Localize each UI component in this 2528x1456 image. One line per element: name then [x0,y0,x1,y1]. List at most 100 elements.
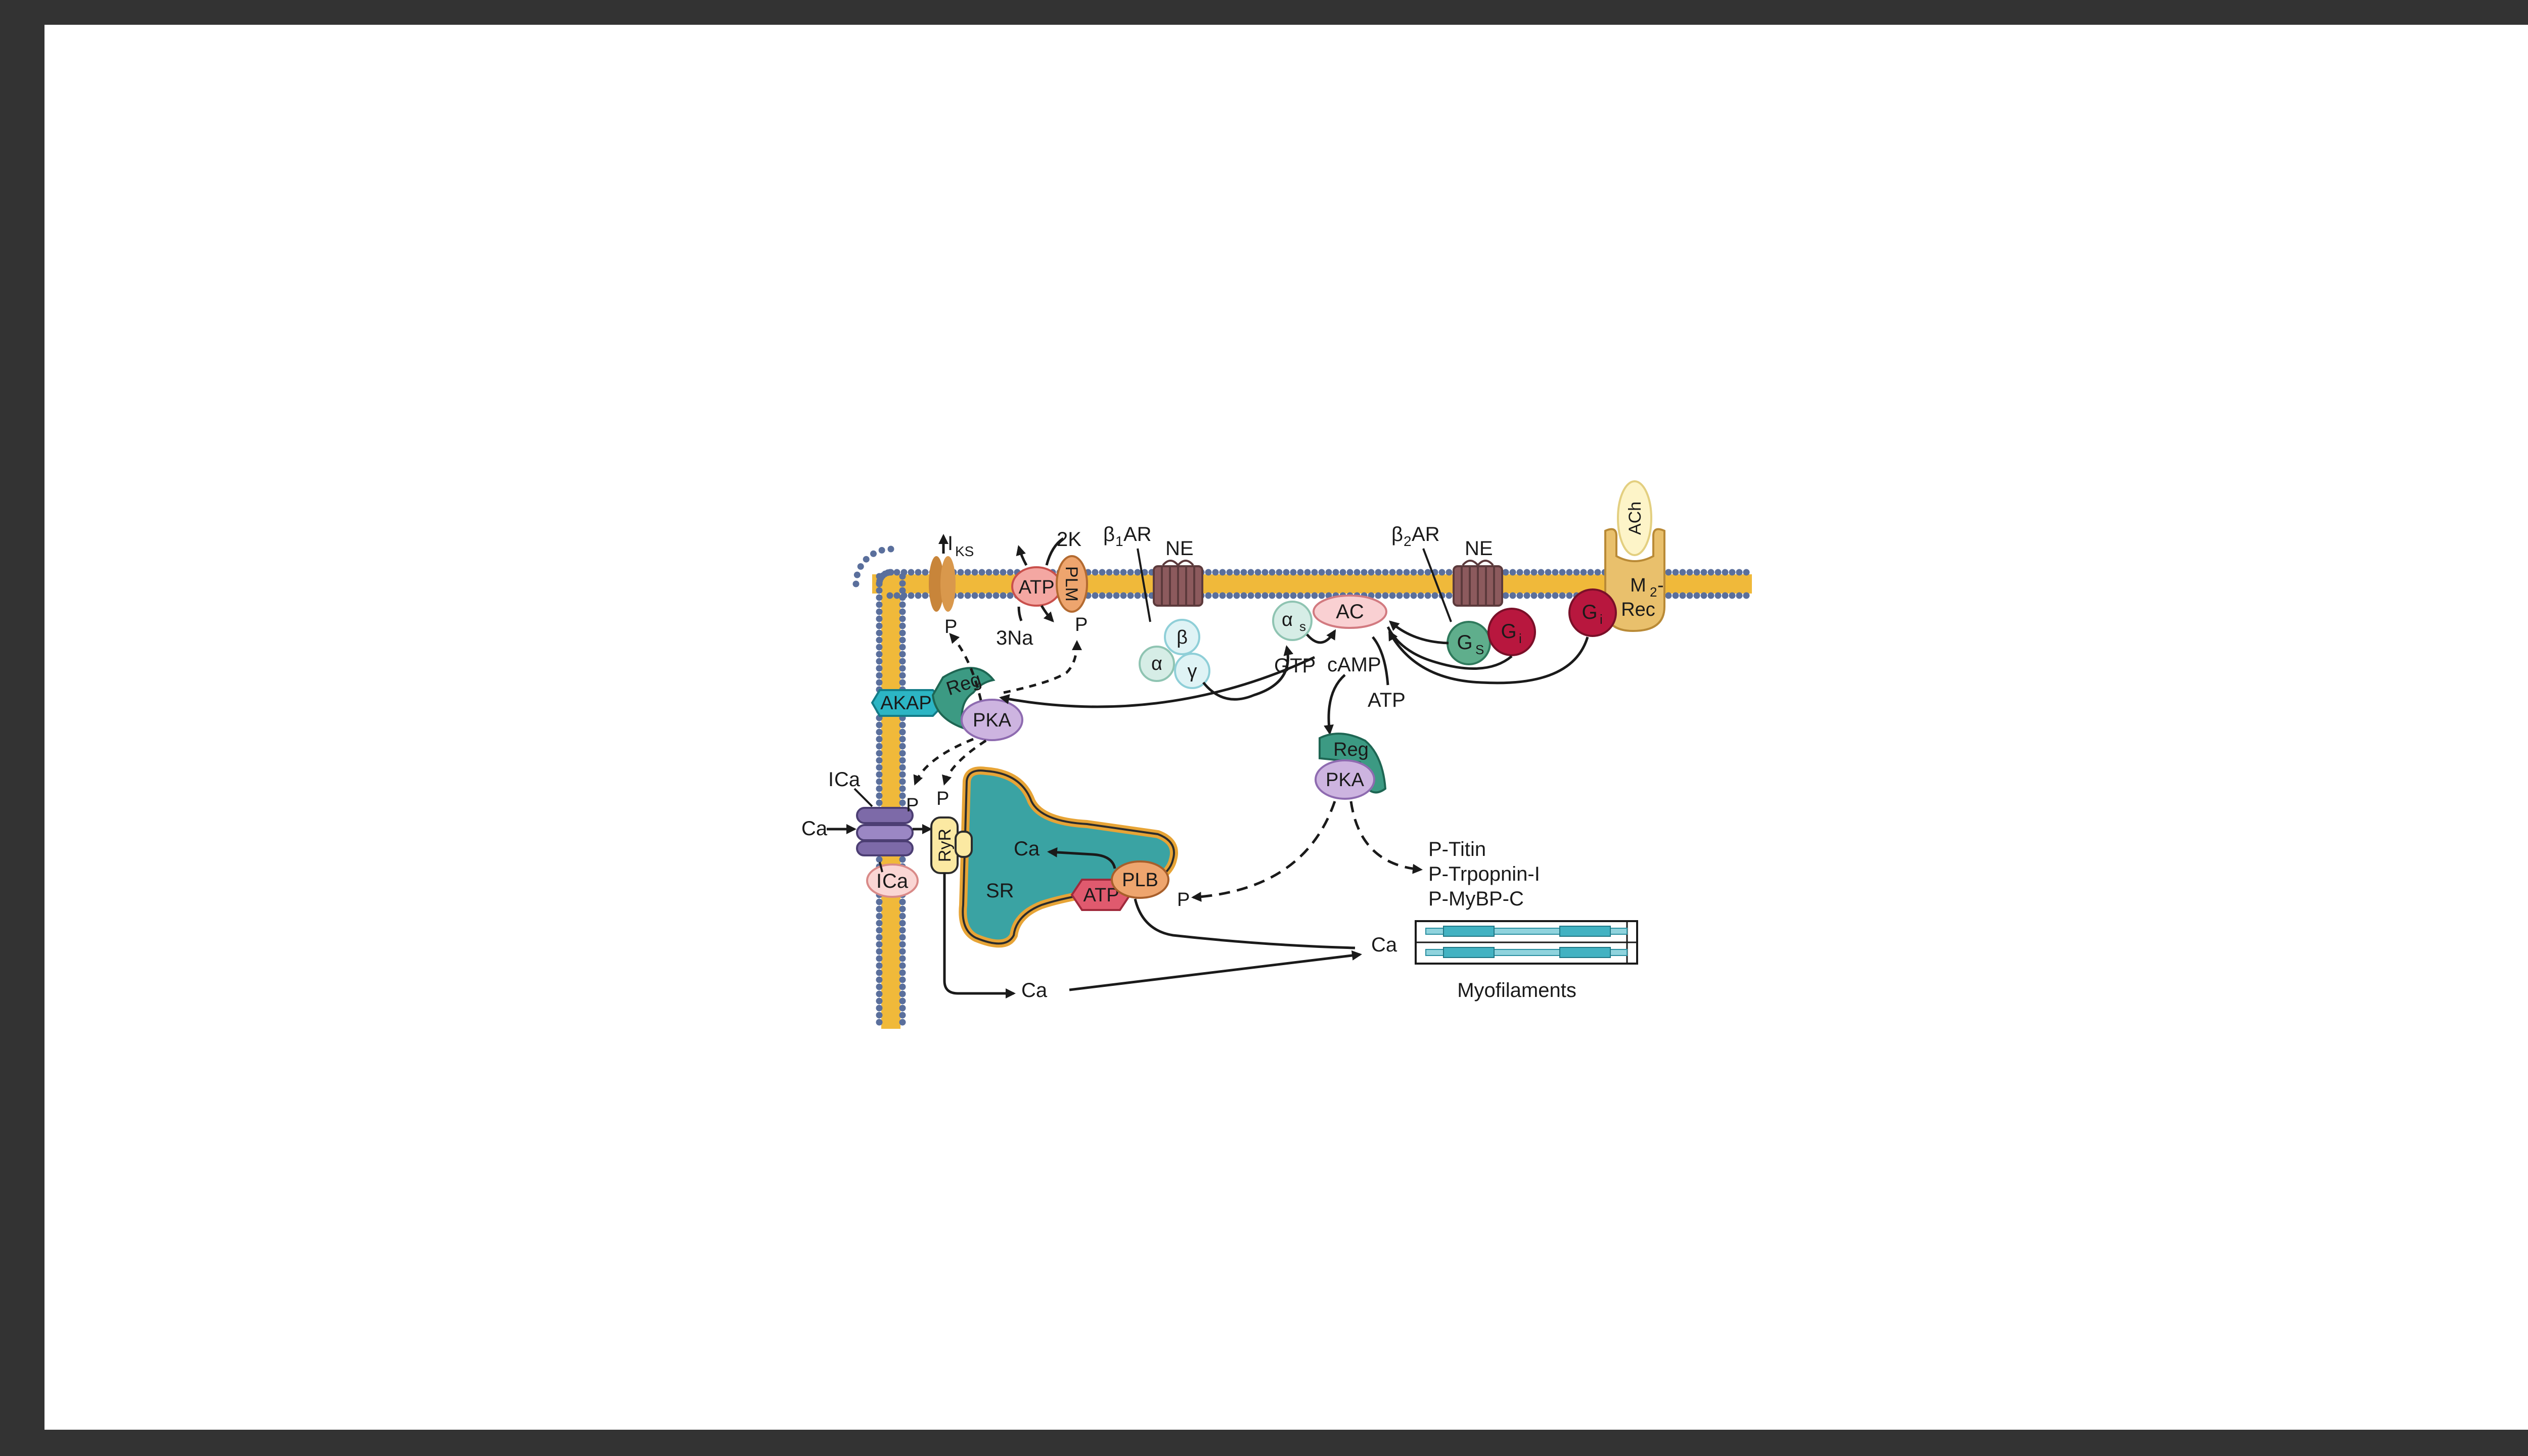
membrane-head [1545,569,1552,576]
membrane-head [1743,592,1750,599]
p-troponin-label: P-Trpopnin-I [1428,863,1540,885]
membrane-head [1141,569,1148,576]
sr-ca-label: Ca [1014,838,1040,860]
membrane-head [1113,592,1120,599]
membrane-head [1665,569,1672,576]
membrane-head [876,990,883,997]
membrane-head [876,636,883,644]
membrane-head [1722,569,1729,576]
membrane-head [971,569,978,576]
beta2-label: β 2 AR [1391,523,1440,549]
membrane-head [899,983,906,990]
membrane-head [899,1005,906,1012]
na-k-atp-label: ATP [1018,577,1054,598]
membrane-head [1679,569,1686,576]
membrane-head [1509,592,1516,599]
membrane-head [899,799,906,806]
membrane-head [1120,569,1127,576]
membrane-head [876,771,883,778]
membrane-head [1205,569,1212,576]
membrane-head [876,1012,883,1019]
membrane-head [964,592,971,599]
membrane-head [1106,592,1113,599]
membrane-head [1113,569,1120,576]
membrane-head [899,778,906,785]
membrane-head [1672,569,1679,576]
membrane-head [899,913,906,920]
beta1-sub: 1 [1115,533,1123,549]
membrane-head [1106,569,1113,576]
membrane-head [876,898,883,905]
m2-text: M [1630,575,1646,596]
arrow-camp-to-pka1 [999,656,1316,708]
membrane-head [1714,592,1722,599]
membrane-head [857,563,864,570]
membrane-head [899,644,906,651]
membrane-head [876,743,883,750]
membrane-head [893,569,900,576]
membrane-head [1382,592,1389,599]
membrane-head [1261,592,1269,599]
camp-label: cAMP [1327,654,1381,676]
membrane-head [899,941,906,948]
iks-channel [929,534,956,612]
arrow-ca-to-myofilaments [1069,950,1362,991]
membrane-head [1665,592,1672,599]
membrane-head [899,672,906,679]
membrane-head [852,580,860,587]
akap: AKAP [871,689,947,717]
m2-dash: - [1657,575,1664,596]
membrane-head [1219,569,1226,576]
membrane-head [1134,569,1141,576]
membrane-head [1552,592,1559,599]
beta1-pointer [1137,548,1151,622]
membrane-head [853,571,861,578]
g-alpha-subunit: α [1139,646,1175,682]
membrane-head [1707,569,1714,576]
membrane-head [1311,569,1318,576]
membrane-head [887,545,894,553]
ica-bottom-sub: Ca [882,870,909,892]
dashed-pka1-to-ryr [942,739,987,786]
membrane-head [1530,569,1538,576]
membrane-head [1092,569,1099,576]
beta-label: β [1177,627,1188,648]
ne2-label: NE [1465,537,1493,560]
alpha-label: α [1151,653,1162,674]
ica-bottom-text: I [876,870,882,892]
p-titin-label: P-Titin [1428,838,1486,860]
adenylyl-cyclase: AC [1313,595,1387,629]
membrane-head [876,608,883,615]
serca-atp-label: ATP [1083,885,1119,906]
membrane-head [1120,592,1127,599]
membrane-head [1240,569,1247,576]
slide-canvas [44,25,2528,1430]
membrane-head [1438,569,1446,576]
membrane-head [899,785,906,792]
membrane-head [1318,592,1325,599]
membrane-head [899,587,906,594]
membrane-head [957,592,964,599]
membrane-head [876,997,883,1005]
membrane-head [1269,592,1276,599]
akap-label: AKAP [880,693,931,714]
gi1-text: G [1501,620,1516,643]
membrane-head [899,792,906,799]
membrane-head [1403,569,1410,576]
membrane-head [908,592,915,599]
pka1-label: PKA [973,710,1012,731]
ica-bottom-pointer [879,861,883,873]
membrane-head [899,743,906,750]
gs-protein: G S [1447,621,1491,665]
beta2-text: β [1391,523,1403,545]
membrane-head [1545,592,1552,599]
membrane-head [899,629,906,636]
membrane-head [1594,569,1601,576]
membrane-head [876,622,883,629]
arrow-atp-to-ac [1372,636,1389,686]
arrow-2k [1045,537,1064,566]
membrane-head [876,778,883,785]
beta1-receptor [1153,560,1203,607]
membrane-head [1722,592,1729,599]
membrane-head [876,587,883,594]
